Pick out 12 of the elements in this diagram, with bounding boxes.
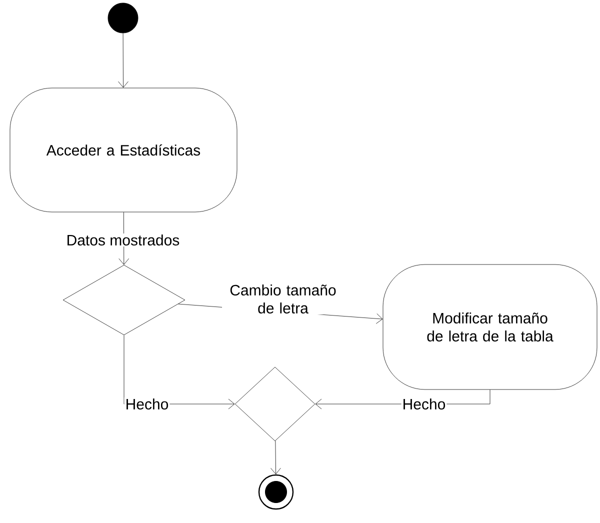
arrow	[118, 33, 128, 88]
end-node	[258, 474, 294, 510]
decision-diamond	[62, 264, 186, 336]
decision-diamond	[234, 366, 316, 442]
edge-label: Hecho	[401, 398, 447, 411]
action-box: Acceder a Estadísticas	[10, 88, 238, 212]
edge-label: Datos mostrados	[65, 234, 181, 247]
edge-label: Cambio tamaño de letra	[222, 284, 344, 315]
arrow	[270, 440, 281, 474]
edge-label: Hecho	[124, 398, 170, 411]
action-box: Modificar tamaño de letra de la tabla	[382, 264, 598, 390]
start-node	[108, 2, 138, 34]
